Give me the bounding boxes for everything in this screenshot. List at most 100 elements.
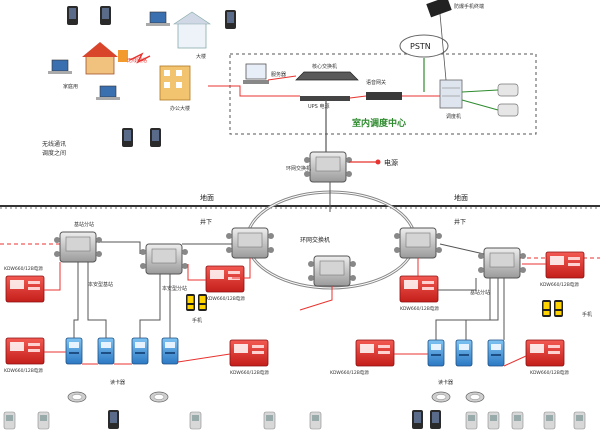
miner-terminal-icon — [263, 411, 276, 430]
substation-right — [477, 247, 527, 279]
mobile-phone-icon — [122, 128, 133, 147]
ground-line — [0, 205, 600, 209]
power-box-right-3 — [525, 339, 565, 367]
mobile-phone-icon — [225, 10, 236, 29]
laptop-icon — [48, 59, 72, 74]
power-box-left-1 — [5, 275, 45, 303]
blue-unit-4 — [161, 337, 179, 365]
power-label-right-3: KDW660/12B电源 — [530, 369, 569, 376]
router-icon — [295, 71, 359, 81]
miner-terminal-icon — [511, 411, 524, 430]
gateway-label: 语音网关 — [366, 79, 386, 86]
wifi-label: 无线网络 — [127, 57, 147, 64]
reader-label-right: 读卡器 — [438, 379, 453, 386]
gateway-icon — [366, 92, 402, 100]
card-reader-icon — [465, 391, 485, 403]
ring-label: 环网交换机 — [300, 236, 330, 244]
control-center-links — [208, 13, 499, 152]
bottom-terminal-row — [3, 410, 586, 430]
power-label-left-2: KDW660/12B电源 — [4, 367, 43, 374]
core-switch-label: 核心交换机 — [312, 63, 337, 70]
phone-label-left: 手机 — [192, 317, 202, 324]
power-label-right-2: KDW660/12B电源 — [540, 281, 579, 288]
underground-wiring — [44, 182, 546, 367]
miner-terminal-icon — [3, 411, 16, 430]
reader-label-left: 读卡器 — [110, 379, 125, 386]
laptop-icon — [146, 11, 170, 26]
mobile-phone-icon — [430, 410, 441, 429]
server-label: 服务器 — [271, 71, 286, 78]
blue-unit-2 — [97, 337, 115, 365]
mid-label-c: 基站分站 — [470, 289, 490, 296]
switch-icon — [300, 96, 350, 101]
power-dot-icon — [375, 159, 381, 165]
home-label: 家庭用 — [63, 83, 78, 90]
control-center-devices: 服务器 核心交换机 UPS 电源 语音网关 调度机 PSTN 防爆手机终端 — [243, 0, 519, 120]
underground-label-2: 井下 — [454, 218, 466, 226]
mobile-phone-icon — [412, 410, 423, 429]
power-label-mid-2: KDW660/12B电源 — [230, 369, 269, 376]
substation-left-label: 基站分站 — [74, 221, 94, 228]
ring-switch-main — [303, 151, 353, 183]
blue-unit-6 — [455, 339, 473, 367]
underground-label-1: 井下 — [200, 218, 212, 226]
ring-switch-left — [225, 227, 275, 259]
blue-unit-3 — [131, 337, 149, 365]
mobile-phone-icon — [150, 128, 161, 147]
power-label-mid-1: KDW660/12B电源 — [206, 295, 245, 302]
substation-left-2 — [139, 243, 189, 275]
main-switch-label: 环网交换机 — [286, 165, 311, 172]
mine-trunk-lines — [0, 241, 600, 259]
mobile-phone-icon — [67, 6, 78, 25]
explosion-proof-phone-icon — [198, 294, 207, 311]
dispatch-label: 调度机 — [446, 113, 461, 120]
power-box-right-2 — [545, 251, 585, 279]
building-icon — [173, 11, 211, 49]
power-box-mid-2 — [229, 339, 269, 367]
power-box-mid-1 — [205, 265, 245, 293]
switch-label: UPS 电源 — [308, 103, 329, 110]
surface-left-label: 地面 — [200, 193, 214, 202]
card-reader-icon — [431, 391, 451, 403]
office-building-icon — [159, 65, 191, 101]
miner-terminal-icon — [573, 411, 586, 430]
ring-switch-bottom — [307, 255, 357, 287]
control-center-box — [229, 53, 537, 135]
explosion-proof-phone-icon — [542, 300, 551, 317]
substation-left-1 — [53, 231, 103, 263]
house-icon — [82, 42, 118, 75]
control-center-label: 室内调度中心 — [352, 117, 406, 129]
miner-terminal-icon — [465, 411, 478, 430]
blue-unit-5 — [427, 339, 445, 367]
power-label-bottom-mid: KDW660/12B电源 — [330, 369, 369, 376]
laptop-icon — [96, 85, 120, 100]
server-rack-icon — [439, 79, 463, 109]
pstn-cloud — [399, 34, 449, 58]
power-box-bottom-mid — [355, 339, 395, 367]
pstn-label: PSTN — [410, 42, 431, 51]
blue-unit-1 — [65, 337, 83, 365]
top-right-label: 防爆手机终端 — [454, 3, 484, 10]
telephone-icon — [497, 83, 519, 97]
ring-switch-right — [393, 227, 443, 259]
mobile-phone-icon — [108, 410, 119, 429]
power-label-right-1: KDW660/12B电源 — [400, 305, 439, 312]
surface-right-label: 地面 — [454, 193, 468, 202]
mobile-phone-icon — [100, 6, 111, 25]
miner-terminal-icon — [309, 411, 322, 430]
monitor-icon — [243, 63, 269, 84]
phone-label-right: 手机 — [582, 311, 592, 318]
miner-terminal-icon — [487, 411, 500, 430]
explosion-proof-phone-icon — [554, 300, 563, 317]
wifi-tower-icon — [118, 50, 151, 64]
wireless-note-line2: 调度之间 — [42, 149, 66, 157]
miner-terminal-icon — [543, 411, 556, 430]
power-box-right-1 — [399, 275, 439, 303]
power-box-left-2 — [5, 337, 45, 365]
explosion-proof-phone-icon — [186, 294, 195, 311]
miner-terminal-icon — [189, 411, 202, 430]
mid-label-b: 本安型分站 — [162, 285, 187, 292]
top-right-terminal-icon — [426, 0, 452, 18]
